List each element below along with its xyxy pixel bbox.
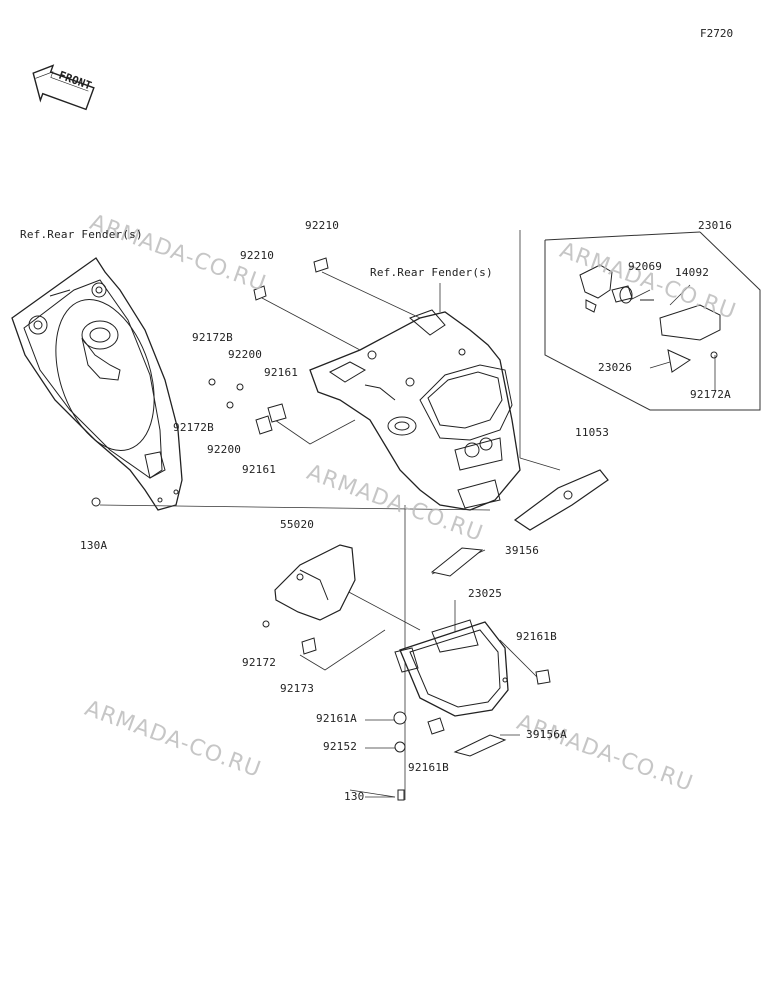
- part-92161-top-label[interactable]: 92161: [264, 366, 299, 379]
- part-92161a-label[interactable]: 92161A: [316, 712, 357, 725]
- part-92161b-right-label[interactable]: 92161B: [516, 630, 557, 643]
- part-92172a-label[interactable]: 92172A: [690, 388, 731, 401]
- part-92069-label[interactable]: 92069: [628, 260, 663, 273]
- ref-rear-fender-left: Ref.Rear Fender(s): [20, 228, 143, 241]
- part-92161b-bot-label[interactable]: 92161B: [408, 761, 449, 774]
- part-55020-label[interactable]: 55020: [280, 518, 315, 531]
- part-92200-bot-label[interactable]: 92200: [207, 443, 242, 456]
- part-92152-label[interactable]: 92152: [323, 740, 358, 753]
- part-92210-top-label[interactable]: 92210: [305, 219, 340, 232]
- diagram-code: F2720: [700, 27, 734, 40]
- reflector-39156a-part: [453, 734, 507, 757]
- part-14092-label[interactable]: 14092: [675, 266, 710, 279]
- part-39156-label[interactable]: 39156: [505, 544, 540, 557]
- part-92210-left-label[interactable]: 92210: [240, 249, 275, 262]
- tail-light-part: [394, 619, 509, 717]
- part-130a-label[interactable]: 130A: [80, 539, 108, 552]
- part-92173-label[interactable]: 92173: [280, 682, 315, 695]
- part-23026-label[interactable]: 23026: [598, 361, 633, 374]
- license-bracket-part: [513, 469, 609, 531]
- part-92161-bot-label[interactable]: 92161: [242, 463, 277, 476]
- part-39156a-label[interactable]: 39156A: [526, 728, 567, 741]
- reflector-39156-part: [430, 547, 484, 577]
- front-arrow-icon: [32, 64, 95, 111]
- part-92200-top-label[interactable]: 92200: [228, 348, 263, 361]
- ref-rear-fender-center: Ref.Rear Fender(s): [370, 266, 493, 279]
- rear-housing-part: [309, 309, 521, 511]
- turn-signal-part: [579, 264, 721, 373]
- bracket-55020-part: [274, 544, 356, 621]
- part-92172b-bot-label[interactable]: 92172B: [173, 421, 214, 434]
- part-23016-label[interactable]: 23016: [698, 219, 733, 232]
- part-92172-label[interactable]: 92172: [242, 656, 277, 669]
- part-23025-label[interactable]: 23025: [468, 587, 503, 600]
- part-92172b-top-label[interactable]: 92172B: [192, 331, 233, 344]
- part-11053-label[interactable]: 11053: [575, 426, 610, 439]
- rear-fender-left-part: [11, 257, 183, 511]
- part-130-label[interactable]: 130: [344, 790, 365, 803]
